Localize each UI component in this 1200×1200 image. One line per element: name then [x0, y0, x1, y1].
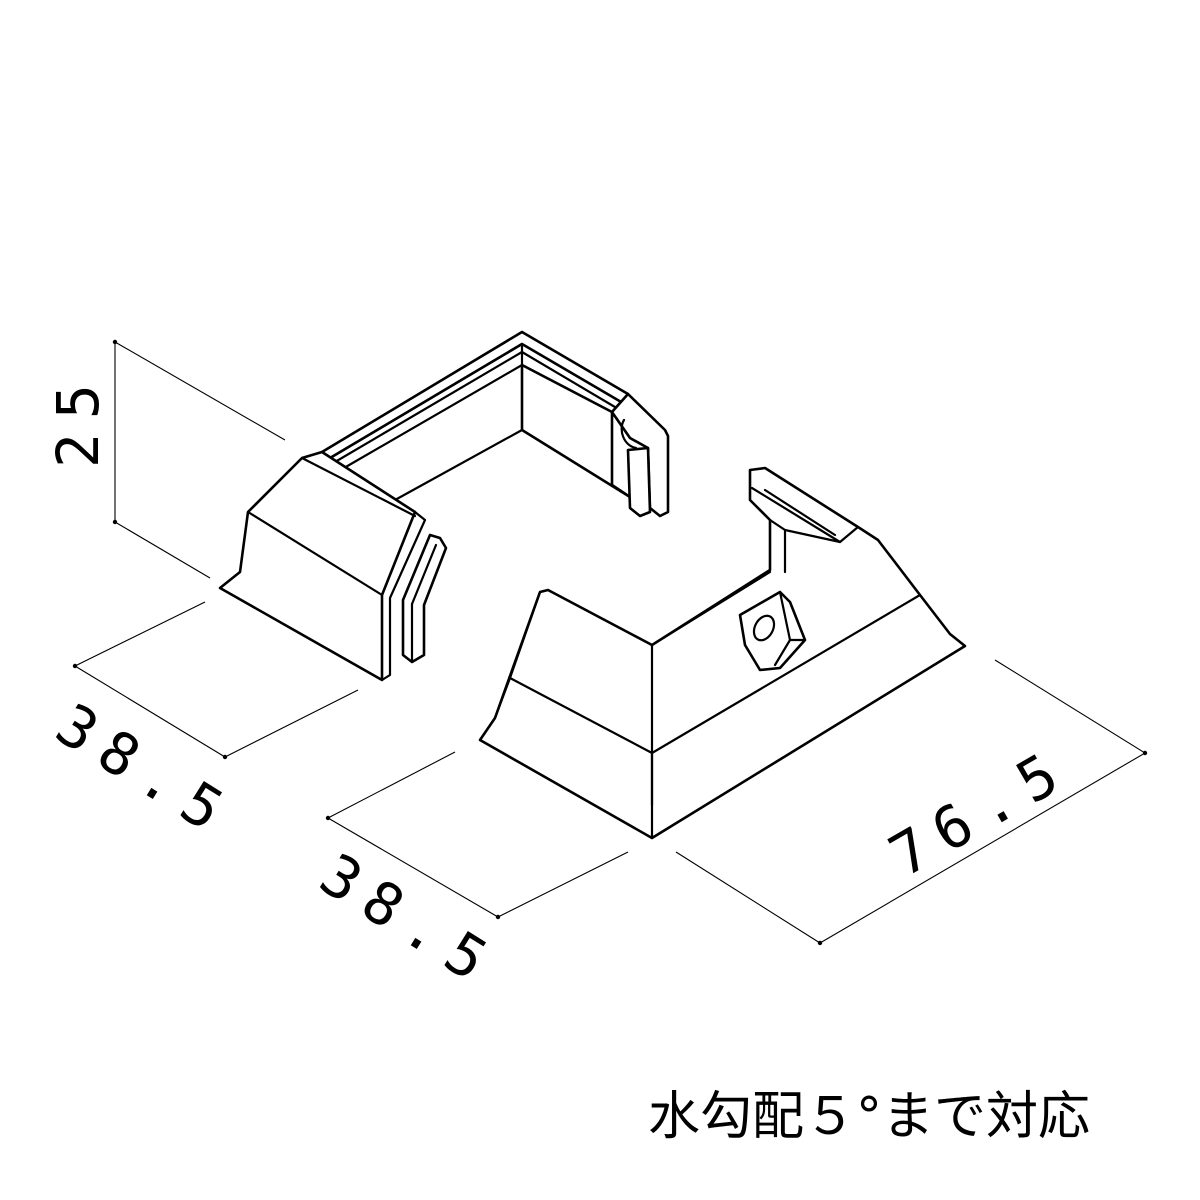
depth-right-label: 38.5: [309, 840, 511, 1001]
left-part: [218, 330, 670, 682]
depth-left-label: 38.5: [45, 690, 247, 851]
right-part: [478, 466, 967, 840]
dimension-height: 25: [44, 339, 286, 579]
slope-note: 水勾配５°まで対応: [648, 1087, 1091, 1147]
length-label: 76.5: [878, 733, 1081, 890]
height-label: 25: [44, 370, 112, 468]
